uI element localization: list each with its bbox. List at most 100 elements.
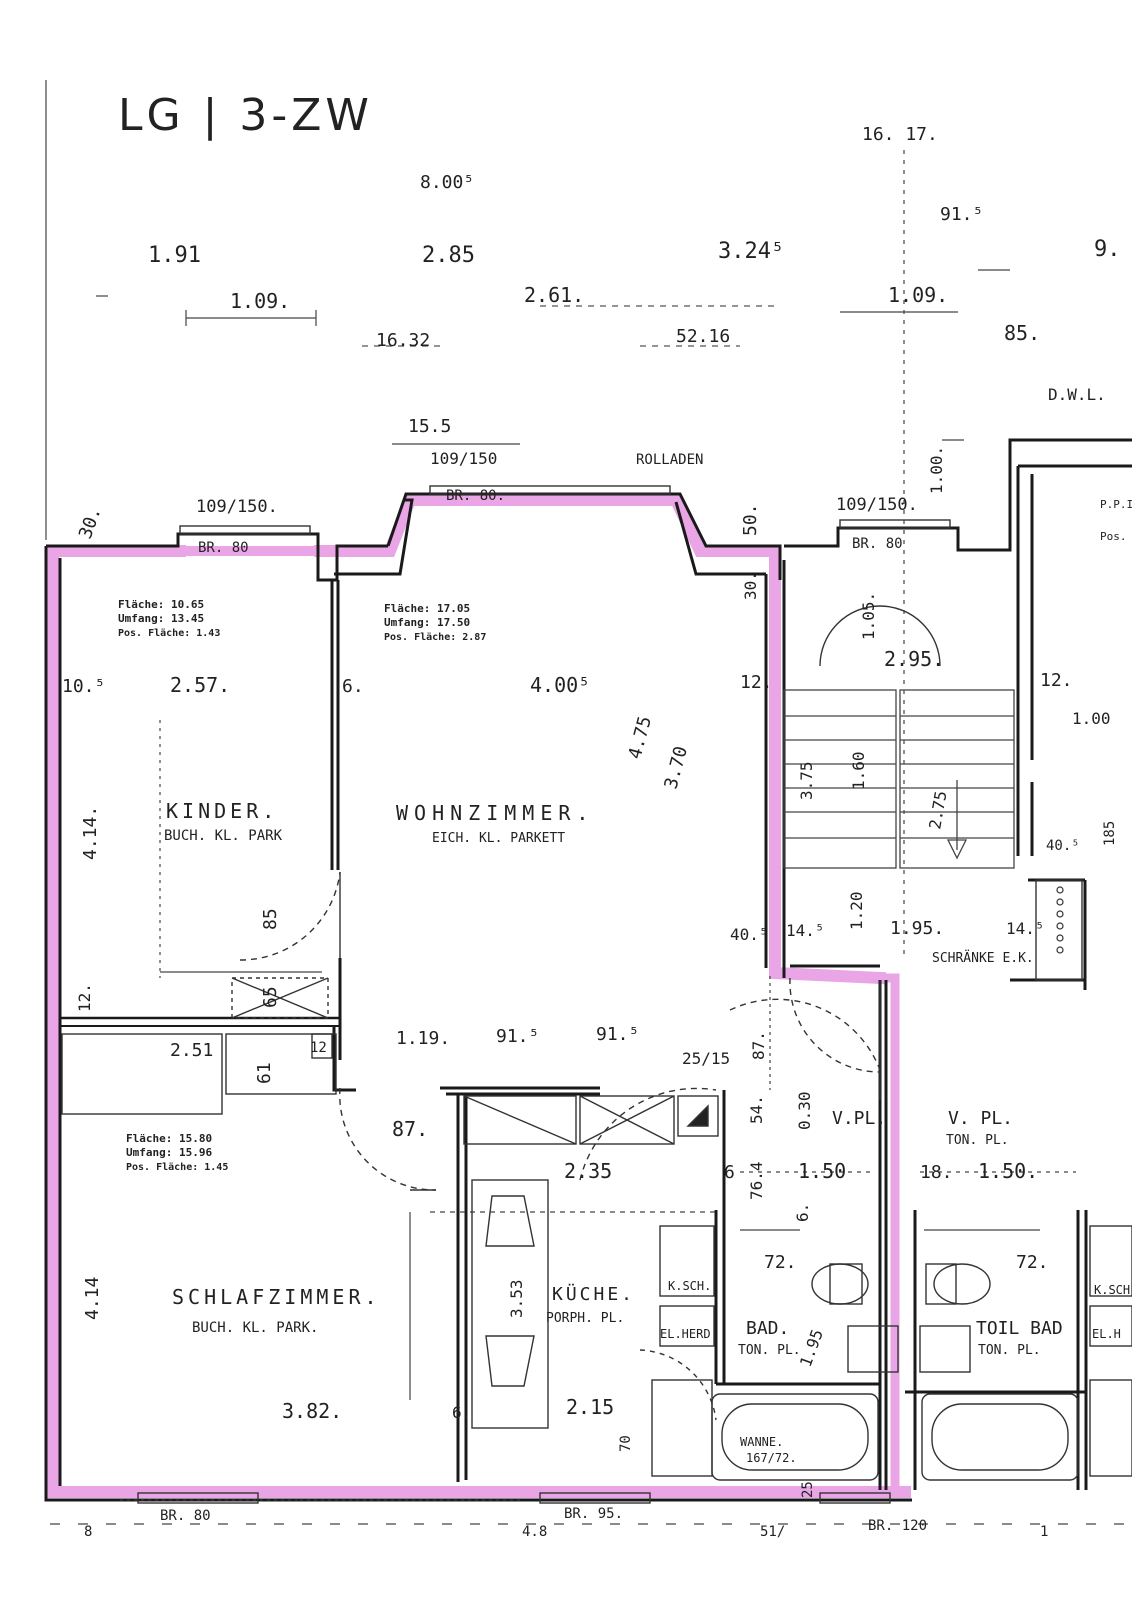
dim-85: 85	[260, 908, 281, 930]
dim-195b: 1.95	[796, 1327, 827, 1370]
dim-150b: 1.50.	[978, 1159, 1038, 1183]
dim-br80-bottom: BR. 80	[160, 1508, 211, 1524]
bad-floor: TON. PL.	[738, 1343, 801, 1358]
dim-257: 2.57.	[170, 673, 230, 697]
dim-6b: 6.	[793, 1203, 812, 1222]
dim-915a: 91.⁵	[496, 1026, 539, 1047]
meter-column	[1056, 886, 1064, 954]
dim-48: 4.8	[522, 1524, 547, 1540]
dim-145b: 14.⁵	[1006, 919, 1045, 938]
dim-72b: 72.	[1016, 1252, 1049, 1273]
dim-105: 1.05.	[859, 592, 878, 640]
top-dimension-labels: 8.00⁵ 16. 17. 91.⁵ 1.91 2.85 3.24⁵ 9. 1.…	[75, 124, 1121, 556]
stair-labels: 1.05. 2.95. 12. 1.00 3.75 1.60 2.75 40.⁵…	[797, 592, 1118, 966]
vorplatz-right: V. PL.	[948, 1108, 1013, 1129]
label-ppt-right: Pos.	[1100, 530, 1127, 543]
dim-87a: 87.	[749, 1031, 768, 1060]
window-openings	[120, 485, 951, 1504]
dim-105-left: 10.⁵	[62, 676, 105, 697]
dim-br80-left: BR. 80	[198, 540, 249, 556]
wanne-size: 167/72.	[746, 1451, 797, 1465]
kinder-area: Fläche: 10.65	[118, 598, 204, 611]
dim-400: 4.00⁵	[530, 673, 590, 697]
dim-160: 1.60	[849, 751, 868, 790]
schlaf-name: SCHLAFZIMMER.	[172, 1285, 381, 1309]
dim-030: 0.30	[795, 1091, 814, 1130]
staircase	[783, 689, 1015, 869]
vorplatz-left: V.PL.	[832, 1108, 886, 1129]
dim-295: 2.95.	[884, 647, 944, 671]
kinder-name: KINDER.	[166, 799, 278, 823]
toil-bad-floor: TON. PL.	[978, 1343, 1041, 1358]
room-bad: 72. BAD. TON. PL. 1.95 WANNE. 167/72. 25	[738, 1252, 827, 1498]
dim-54: 54.	[747, 1095, 766, 1124]
dim-top-total: 8.00⁵	[420, 172, 474, 193]
dim-85-top: 85.	[1004, 321, 1040, 345]
dim-915-top: 91.⁵	[940, 204, 983, 225]
bottom-dimension-labels: BR. 80 BR. 95. BR. 120 8 4.8 51/ 1	[84, 1506, 1048, 1540]
dim-9: 9.	[1094, 237, 1121, 262]
dimension-lines	[45, 80, 1132, 1525]
dim-br80-right: BR. 80	[852, 536, 903, 552]
kinder-pos-area: Pos. Fläche: 1.43	[118, 628, 220, 639]
dim-6-kinder: 6.	[342, 676, 364, 697]
room-kueche: 3.53 KÜCHE. PORPH. PL. K.SCH. EL.HERD 2.…	[452, 1279, 711, 1452]
dim-1: 1	[1040, 1524, 1048, 1540]
wohn-floor: EICH. KL. PARKETT	[432, 831, 565, 846]
dim-br120: BR. 120	[868, 1518, 927, 1534]
dim-30-wall: 30.	[741, 571, 760, 600]
dim-72a: 72.	[764, 1252, 797, 1273]
dim-61: 61	[254, 1062, 275, 1084]
schlaf-floor: BUCH. KL. PARK.	[192, 1320, 318, 1336]
label-kuech-schrank: K.SCH.	[668, 1279, 711, 1293]
dim-275: 2.75	[925, 789, 950, 830]
vorplatz-right-floor: TON. PL.	[946, 1133, 1009, 1148]
dim-12-bottom: 12.	[75, 983, 94, 1012]
dim-215: 2.15	[566, 1395, 614, 1419]
dim-12-c: 12	[310, 1040, 327, 1056]
wanne-name: WANNE.	[740, 1435, 783, 1449]
dim-915b: 91.⁵	[596, 1024, 639, 1045]
dim-win-left: 109/150.	[196, 497, 278, 517]
schrank-ezk: SCHRÄNKE E.K.	[932, 950, 1034, 966]
dim-win-top: 109/150	[430, 449, 497, 468]
dim-6c: 6.	[452, 1403, 471, 1422]
dim-235: 2.35	[564, 1159, 612, 1183]
wall-structure	[44, 438, 1132, 1502]
dim-87b: 87.	[392, 1117, 428, 1141]
schlaf-pos-area: Pos. Fläche: 1.45	[126, 1162, 228, 1173]
dim-70: 70	[618, 1435, 634, 1452]
dim-395-left: 3.75	[797, 761, 816, 800]
dim-414a: 4.14.	[80, 806, 101, 860]
bathroom-fixtures	[711, 1225, 1132, 1481]
dim-12-a: 12.	[740, 672, 773, 693]
label-ppt-left: P.P.I	[1100, 498, 1132, 511]
dim-109b: 1.09.	[888, 283, 948, 307]
toil-bad-name: TOIL BAD	[976, 1318, 1063, 1339]
highlighted-exterior-walls	[47, 494, 911, 1498]
dim-br95: BR. 95.	[564, 1506, 623, 1522]
kinder-floor: BUCH. KL. PARK	[164, 828, 283, 844]
label-dwl: D.W.L.	[1048, 385, 1106, 404]
dim-109a: 1.09.	[230, 289, 290, 313]
middle-dimension-labels: 2.51 61 12 1.19. 91.⁵ 91.⁵ 25/15 87. 87.…	[170, 1024, 1038, 1222]
room-toil-bad: 72. TOIL BAD TON. PL. K.SCH EL.H P.P.I P…	[976, 498, 1132, 1358]
drawing-title: LG | 3-ZW	[118, 90, 373, 141]
built-in-wardrobes	[61, 1033, 337, 1115]
dim-br80-top: BR. 80.	[446, 488, 505, 504]
shafts	[231, 879, 1083, 1145]
label-ksch-right: K.SCH	[1094, 1283, 1130, 1297]
label-rolladen: ROLLADEN	[636, 452, 703, 468]
dim-120: 1.20	[847, 891, 866, 930]
dim-100-vertical: 1.00.	[927, 446, 946, 494]
dim-18: 18.	[920, 1162, 953, 1183]
schlaf-perimeter: Umfang: 15.96	[126, 1146, 212, 1159]
dim-185-right: 185	[1102, 821, 1118, 846]
dim-405: 40.⁵	[730, 925, 769, 944]
dim-145a: 14.⁵	[786, 921, 825, 940]
dim-191: 1.91	[148, 243, 201, 268]
dim-261: 2.61.	[524, 283, 584, 307]
kueche-name: KÜCHE.	[552, 1283, 635, 1305]
dim-414b: 4.14	[82, 1277, 103, 1320]
